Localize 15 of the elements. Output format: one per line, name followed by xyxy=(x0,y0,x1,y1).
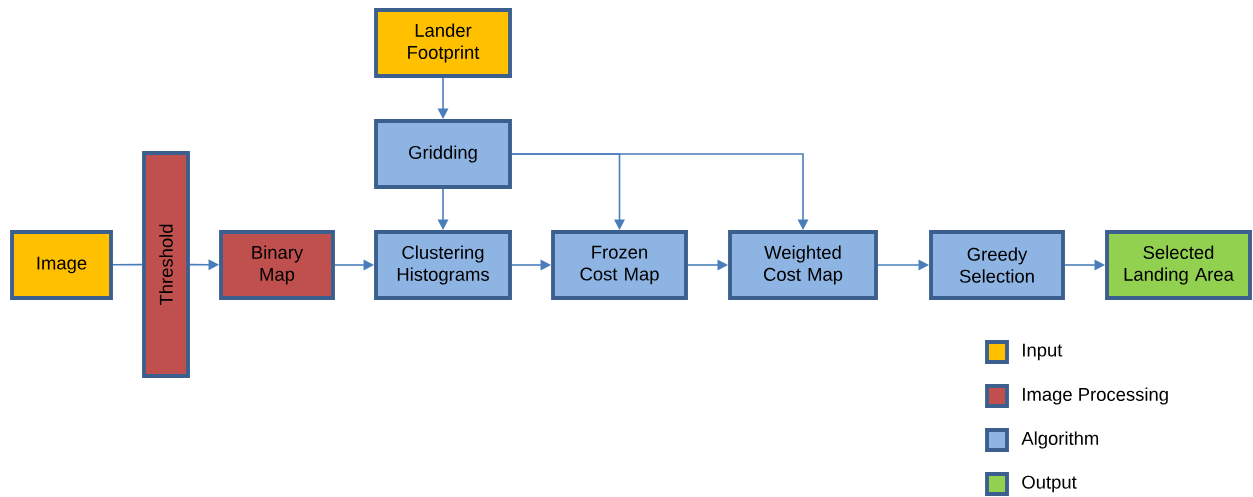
process-box: Selected Landing Area xyxy=(1105,230,1252,300)
process-box: Gridding xyxy=(374,119,512,189)
process-box: Frozen Cost Map xyxy=(551,230,688,300)
legend-label: Input xyxy=(1023,343,1063,361)
legend-label: Output xyxy=(1022,475,1077,493)
process-box: Image xyxy=(10,230,113,300)
process-box: Clustering Histograms xyxy=(374,230,512,300)
process-box: Lander Footprint xyxy=(374,8,512,78)
arrow xyxy=(511,153,809,230)
legend-label: Algorithm xyxy=(1021,431,1099,449)
process-box: Greedy Selection xyxy=(929,230,1065,300)
process-box: Binary Map xyxy=(219,230,335,300)
process-box: Weighted Cost Map xyxy=(728,230,878,300)
process-box: Threshold xyxy=(142,151,190,378)
legend-label: Image Processing xyxy=(1023,387,1168,405)
